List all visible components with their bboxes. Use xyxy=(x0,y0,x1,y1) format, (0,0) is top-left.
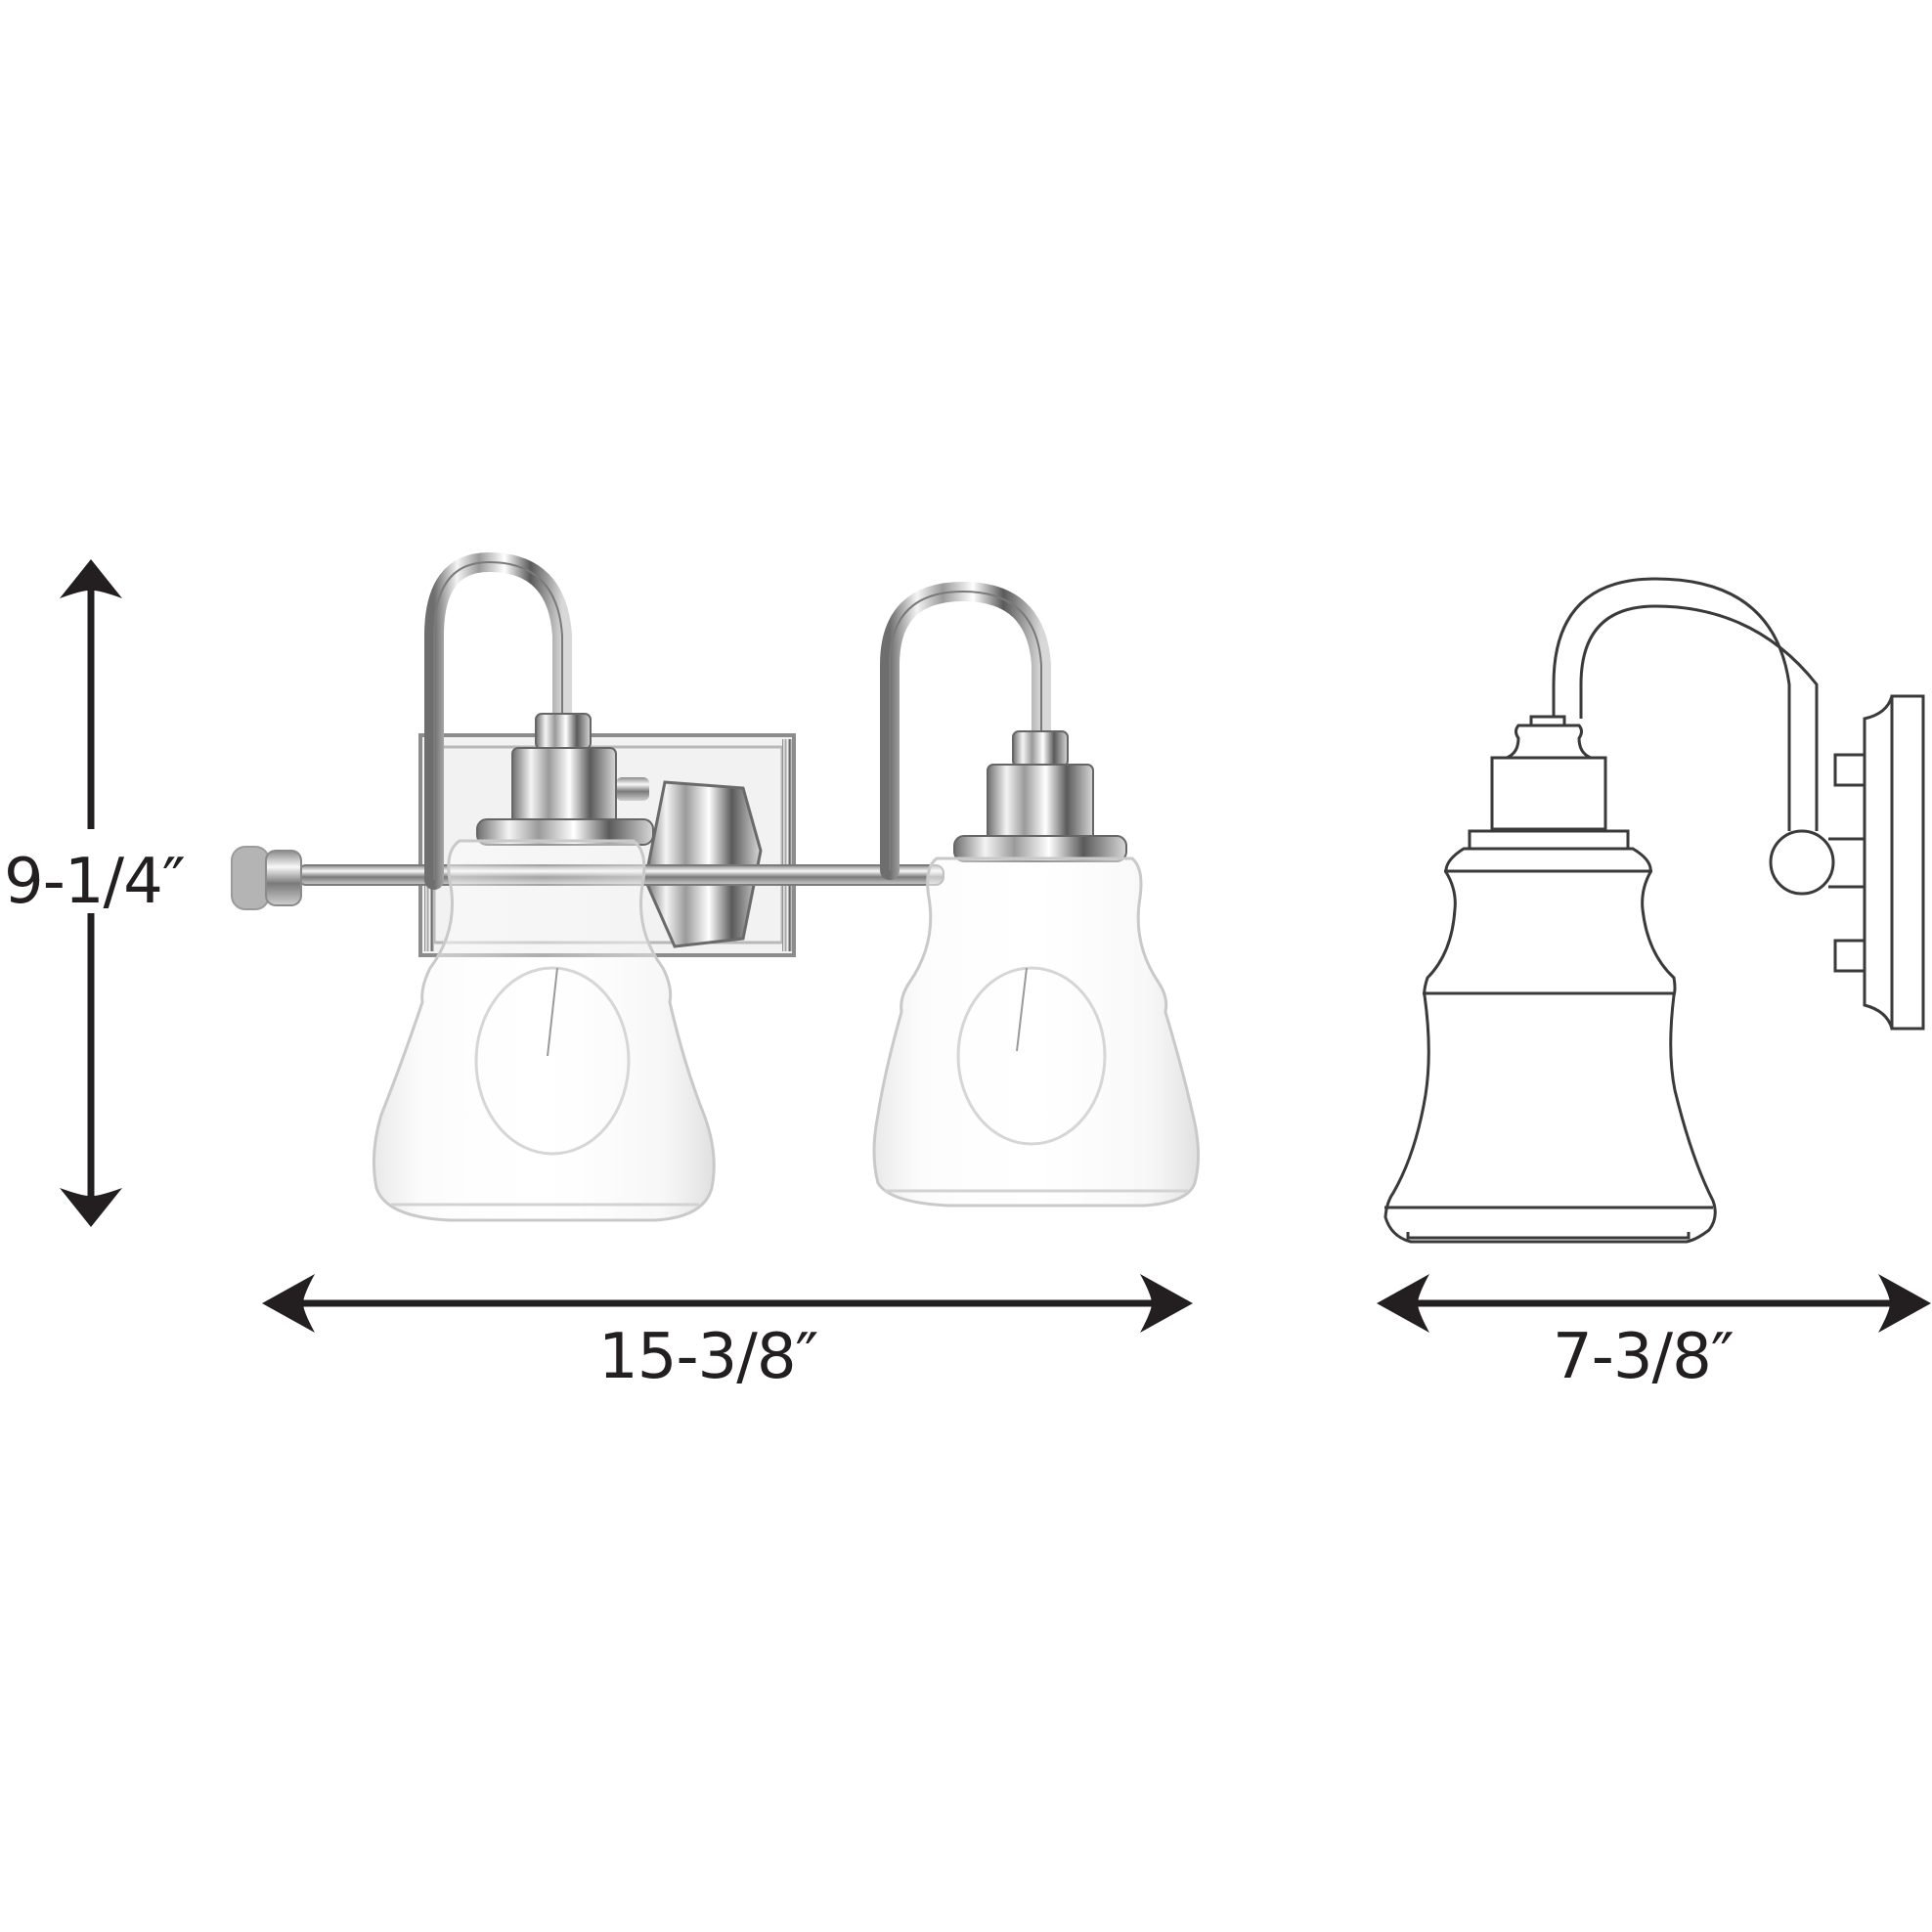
end-finial xyxy=(231,846,302,910)
height-dimension-label: 9-1/4″ xyxy=(2,846,187,918)
arrow-right-icon xyxy=(1878,1274,1931,1333)
width-dimension-label: 15-3/8″ xyxy=(598,1321,818,1393)
glass-shade-left xyxy=(372,839,716,1222)
side-socket-cup xyxy=(1490,756,1607,831)
side-gooseneck-arm xyxy=(1552,577,1791,831)
height-dimension xyxy=(60,559,122,1227)
depth-dimension-label: 7-3/8″ xyxy=(1553,1321,1734,1393)
arrow-left-icon xyxy=(262,1274,315,1333)
side-view-drawing xyxy=(1383,577,1925,1244)
socket-cup-right xyxy=(953,730,1127,862)
side-glass-shade xyxy=(1383,847,1717,1244)
socket-cup-left xyxy=(476,713,654,846)
front-view-fixture xyxy=(231,551,1201,1222)
depth-dimension xyxy=(1377,1274,1931,1333)
width-dimension xyxy=(262,1274,1193,1333)
side-backplate xyxy=(1890,694,1925,1031)
arrow-right-icon xyxy=(1140,1274,1193,1333)
side-mount-ball xyxy=(1769,829,1835,896)
arrow-down-icon xyxy=(60,1188,122,1227)
glass-shade-right xyxy=(872,856,1201,1208)
arrow-up-icon xyxy=(60,559,122,598)
arrow-left-icon xyxy=(1377,1274,1429,1333)
